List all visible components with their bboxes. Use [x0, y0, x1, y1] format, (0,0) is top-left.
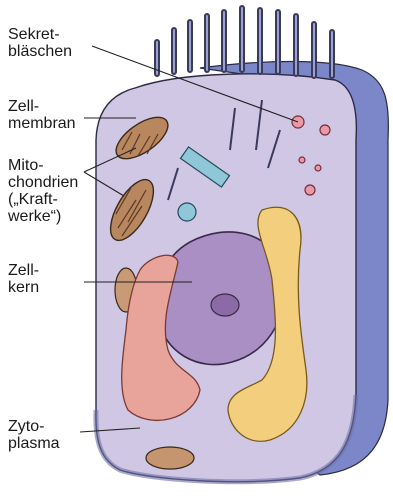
- label-line: Zyto-: [8, 418, 60, 435]
- label-secretory-vesicles: Sekret- bläschen: [8, 26, 72, 60]
- label-line: bläschen: [8, 43, 72, 60]
- label-line: Zell-: [8, 262, 39, 279]
- label-line: kern: [8, 279, 39, 296]
- label-line: Sekret-: [8, 26, 72, 43]
- label-line: („Kraft-: [8, 191, 78, 208]
- label-mitochondria: Mito- chondrien („Kraft- werke“): [8, 157, 78, 225]
- label-cell-membrane: Zell- membran: [8, 98, 76, 132]
- label-line: membran: [8, 115, 76, 132]
- label-nucleus: Zell- kern: [8, 262, 39, 296]
- label-line: plasma: [8, 435, 60, 452]
- label-cytoplasm: Zyto- plasma: [8, 418, 60, 452]
- lysosome: [146, 447, 194, 469]
- label-line: chondrien: [8, 174, 78, 191]
- nucleolus: [211, 294, 239, 316]
- label-line: Zell-: [8, 98, 76, 115]
- label-line: werke“): [8, 208, 78, 225]
- label-line: Mito-: [8, 157, 78, 174]
